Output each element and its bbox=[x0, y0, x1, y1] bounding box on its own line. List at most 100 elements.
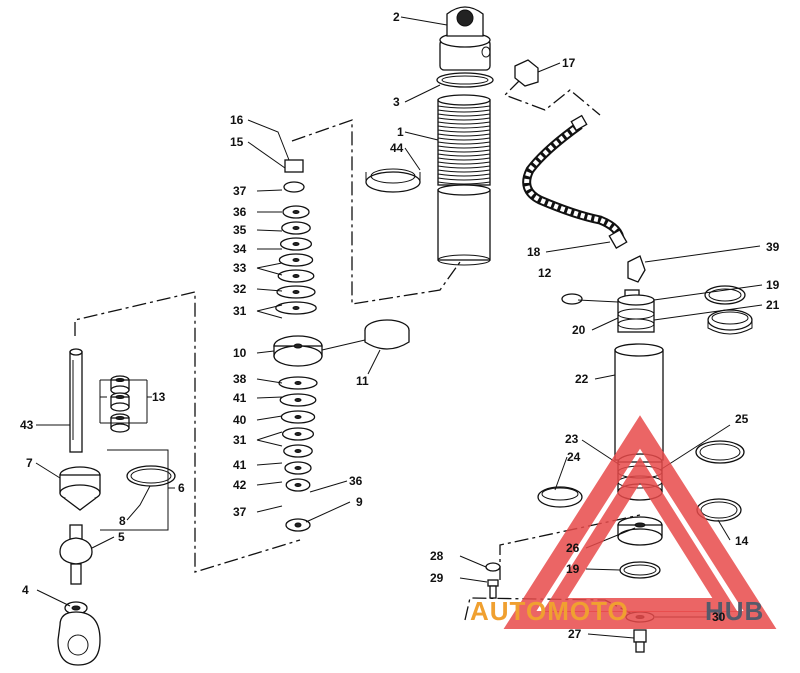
watermark-text-automoto: AUTOMOTO bbox=[470, 596, 629, 626]
callout-label: 18 bbox=[527, 245, 541, 259]
thread-line bbox=[437, 157, 491, 161]
callout-label: 42 bbox=[233, 478, 247, 492]
callout-label: 36 bbox=[233, 205, 247, 219]
callout-label: 34 bbox=[233, 242, 247, 256]
screw-29 bbox=[487, 579, 499, 599]
callout-label: 7 bbox=[26, 456, 33, 470]
shim-washer bbox=[280, 410, 316, 424]
callout-label: 2 bbox=[393, 10, 400, 24]
eyelet-cap bbox=[439, 6, 491, 71]
shim-washer bbox=[277, 269, 315, 283]
callout-label: 41 bbox=[233, 458, 247, 472]
bump-stop bbox=[59, 524, 93, 585]
callout-label: 41 bbox=[233, 391, 247, 405]
bushing bbox=[110, 375, 130, 395]
callout-label: 13 bbox=[152, 390, 166, 404]
group-outline-hose bbox=[503, 79, 601, 116]
band-24 bbox=[537, 486, 583, 508]
thread-line bbox=[437, 173, 491, 177]
thread-line bbox=[437, 153, 491, 157]
reservoir-cap bbox=[617, 289, 655, 333]
callout-label: 30 bbox=[712, 610, 726, 624]
callout-label: 5 bbox=[118, 530, 125, 544]
elbow-fitting bbox=[627, 255, 646, 283]
o-ring-13 bbox=[561, 293, 583, 305]
plug-27 bbox=[633, 629, 647, 653]
thread-line bbox=[437, 161, 491, 165]
callout-label: 6 bbox=[178, 481, 185, 495]
thread-line bbox=[437, 181, 491, 185]
shim-washer bbox=[281, 427, 315, 441]
callout-label: 37 bbox=[233, 184, 247, 198]
shim-washer bbox=[283, 444, 313, 458]
callout-label: 32 bbox=[233, 282, 247, 296]
thread-line bbox=[437, 141, 491, 145]
callout-label: 40 bbox=[233, 413, 247, 427]
callout-label: 33 bbox=[233, 261, 247, 275]
hose bbox=[522, 114, 628, 249]
watermark-triangle-inner-icon bbox=[542, 456, 738, 612]
callout-label: 8 bbox=[119, 514, 126, 528]
callout-label: 15 bbox=[230, 135, 244, 149]
callout-label: 25 bbox=[735, 412, 749, 426]
callout-label: 24 bbox=[567, 450, 581, 464]
end-cap-26 bbox=[617, 516, 663, 546]
callout-label: 31 bbox=[233, 433, 247, 447]
thread-line bbox=[437, 109, 491, 113]
callout-label: 22 bbox=[575, 372, 589, 386]
hose-fitting-top bbox=[514, 59, 539, 87]
callout-label: 39 bbox=[766, 240, 780, 254]
callout-label: 36 bbox=[349, 474, 363, 488]
watermark-logo: AUTOMOTO HUB bbox=[470, 415, 777, 629]
callout-label: 19 bbox=[566, 562, 580, 576]
callout-label: 11 bbox=[356, 374, 369, 388]
callout-label: 35 bbox=[233, 223, 247, 237]
watermark-text-hub: HUB bbox=[705, 596, 764, 626]
seal-head bbox=[59, 466, 101, 511]
thread-line bbox=[437, 121, 491, 125]
ring-25 bbox=[695, 440, 745, 464]
thread-line bbox=[437, 117, 491, 121]
callout-label: 27 bbox=[568, 627, 582, 641]
callout-label: 38 bbox=[233, 372, 247, 386]
callout-label: 20 bbox=[572, 323, 586, 337]
callout-label: 23 bbox=[565, 432, 579, 446]
callout-label: 10 bbox=[233, 346, 247, 360]
callout-label: 1 bbox=[397, 125, 404, 139]
thread-line bbox=[437, 169, 491, 173]
piston bbox=[273, 335, 323, 367]
callout-label: 14 bbox=[735, 534, 749, 548]
shim-washer bbox=[279, 237, 313, 251]
callout-label: 37 bbox=[233, 505, 247, 519]
piston-band bbox=[364, 319, 410, 350]
shaft bbox=[69, 348, 83, 453]
thread-line bbox=[437, 133, 491, 137]
thread-line bbox=[437, 137, 491, 141]
shim-washer bbox=[275, 301, 317, 315]
o-ring-19-top bbox=[704, 285, 746, 305]
thread-line bbox=[437, 165, 491, 169]
shim-washer bbox=[285, 478, 311, 492]
spring-collar bbox=[365, 168, 421, 193]
callout-label: 12 bbox=[538, 266, 552, 280]
shim-washer bbox=[282, 205, 310, 219]
rod-end-eyelet bbox=[57, 601, 101, 666]
washer-28 bbox=[485, 562, 501, 572]
callout-label: 17 bbox=[562, 56, 576, 70]
seal-ring bbox=[126, 465, 176, 487]
callout-label: 31 bbox=[233, 304, 247, 318]
shim-washer bbox=[276, 285, 316, 299]
shim-washer bbox=[279, 393, 317, 407]
group-outline-shaft bbox=[74, 291, 301, 573]
callout-label: 3 bbox=[393, 95, 400, 109]
callout-label: 44 bbox=[390, 141, 404, 155]
o-ring-top bbox=[436, 72, 494, 88]
thread-line bbox=[437, 145, 491, 149]
thread-line bbox=[437, 129, 491, 133]
group-outline-valve-stack bbox=[291, 119, 461, 305]
body-tube-threaded bbox=[437, 94, 491, 266]
o-ring-19-bottom bbox=[619, 561, 661, 579]
callout-label: 9 bbox=[356, 495, 363, 509]
thread-line bbox=[437, 125, 491, 129]
callout-label: 26 bbox=[566, 541, 580, 555]
